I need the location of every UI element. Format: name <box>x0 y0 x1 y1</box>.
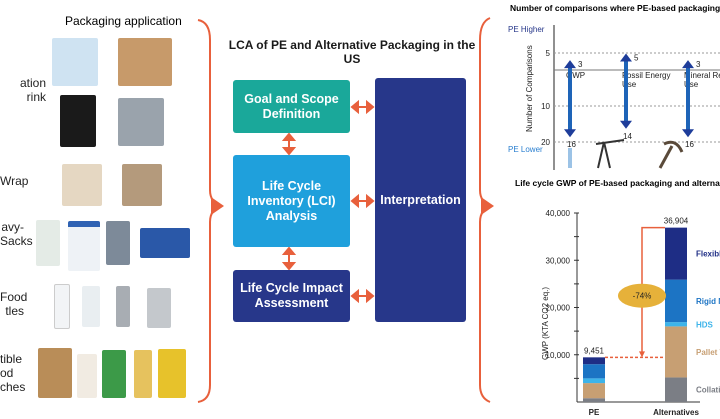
row-label: ation rink <box>19 76 46 104</box>
legend-label: Pallet Wrap <box>696 348 720 357</box>
bottom-label: PE Lower <box>508 145 543 154</box>
gwp-chart-title: Life cycle GWP of PE-based packaging and… <box>515 178 720 188</box>
bar-segment <box>665 279 687 323</box>
bar-segment <box>583 378 605 384</box>
pickaxe-icon <box>658 140 684 169</box>
reduction-label: -74% <box>633 292 652 301</box>
y-tick-label: 30,000 <box>546 256 571 265</box>
oil-pump-icon <box>595 139 625 169</box>
bar-segment <box>583 357 605 365</box>
y-tick-label: 10 <box>541 102 550 111</box>
row-label: Wrap <box>0 174 29 188</box>
carton-image <box>77 354 97 398</box>
bar-segment <box>583 383 605 399</box>
bar-segment <box>665 326 687 378</box>
sack-image <box>68 221 100 271</box>
bar-segment <box>665 227 687 280</box>
lower-count: 16 <box>567 140 576 149</box>
goal-scope-box: Goal and Scope Definition <box>233 80 350 133</box>
legend-label: Rigid Nonfoo… <box>696 297 720 306</box>
comparison-chart-title: Number of comparisons where PE-based pac… <box>510 3 720 13</box>
bottle-image <box>54 284 70 329</box>
bar-segment <box>583 398 605 402</box>
reduction-arrow <box>641 226 665 355</box>
can-image <box>158 349 186 398</box>
thermometer-icon <box>568 148 572 168</box>
y-axis-label: GWP (KTA CO2 eq.) <box>541 287 550 360</box>
arrowhead-up <box>564 60 576 69</box>
legend-label: Collation Shr… <box>696 386 720 395</box>
sack-image <box>106 221 130 265</box>
reduction-arrowhead <box>639 351 645 358</box>
category-label: GWP <box>566 71 585 80</box>
left-brace <box>197 19 223 403</box>
legend-label: HDS <box>696 320 714 329</box>
pouch-image <box>38 348 72 398</box>
bottle-image <box>116 286 130 327</box>
left-title: Packaging application <box>65 14 182 28</box>
bar-segment <box>583 364 605 379</box>
jar-image <box>134 350 152 398</box>
arrowhead-up <box>682 60 694 69</box>
total-label: 9,451 <box>584 346 605 355</box>
cement-sack-image <box>140 228 190 258</box>
lcia-box: Life Cycle Impact Assessment <box>233 270 350 322</box>
can-image <box>147 288 171 328</box>
pallet-box-image <box>122 164 162 206</box>
bar-segment <box>665 377 687 402</box>
comparison-chart: PE Higher PE Lower 5 10 20 Number of Comparis… <box>508 25 720 170</box>
center-title: LCA of PE and Alternative Packaging in t… <box>228 38 476 66</box>
bar-segment <box>665 322 687 327</box>
legend-label: Flexible Food… <box>696 250 720 259</box>
water-bottle-pack-image <box>52 38 98 86</box>
arrowhead-up <box>620 53 632 62</box>
arrowhead-down <box>564 129 576 138</box>
sack-image <box>36 220 60 266</box>
higher-count: 3 <box>578 60 583 69</box>
category-label: Mineral ResourceUse <box>684 71 720 89</box>
reduction-badge <box>618 283 666 308</box>
pallet-wrap-image <box>62 164 102 206</box>
category-label: PE <box>589 408 600 417</box>
y-tick-label: 40,000 <box>546 209 571 218</box>
higher-count: 3 <box>696 60 701 69</box>
y-tick-label: 5 <box>546 49 551 58</box>
lci-box: Life Cycle Inventory (LCI) Analysis <box>233 155 350 247</box>
y-tick-label: 20 <box>541 138 550 147</box>
row-label: Food tles <box>0 290 28 318</box>
total-label: 36,904 <box>664 217 689 226</box>
top-label: PE Higher <box>508 25 545 34</box>
higher-count: 5 <box>634 54 639 63</box>
y-tick-label: 20,000 <box>546 304 571 313</box>
can-image <box>102 350 126 398</box>
arrowhead-down <box>620 120 632 129</box>
category-label: Alternatives <box>653 408 699 417</box>
process-arrows <box>281 99 375 304</box>
lower-count: 14 <box>623 132 632 141</box>
cardboard-box-image <box>118 38 172 86</box>
interpretation-box: Interpretation <box>375 78 466 322</box>
right-arrowhead <box>481 197 494 215</box>
shrink-bottles-image <box>60 95 96 147</box>
bottle-image <box>82 286 100 327</box>
lower-count: 16 <box>685 140 694 149</box>
y-axis-label: Number of Comparisons <box>525 45 534 132</box>
left-arrowhead <box>211 197 224 215</box>
tray-bottles-image <box>118 98 164 146</box>
arrowhead-down <box>682 129 694 138</box>
y-tick-label: 10,000 <box>546 351 571 360</box>
